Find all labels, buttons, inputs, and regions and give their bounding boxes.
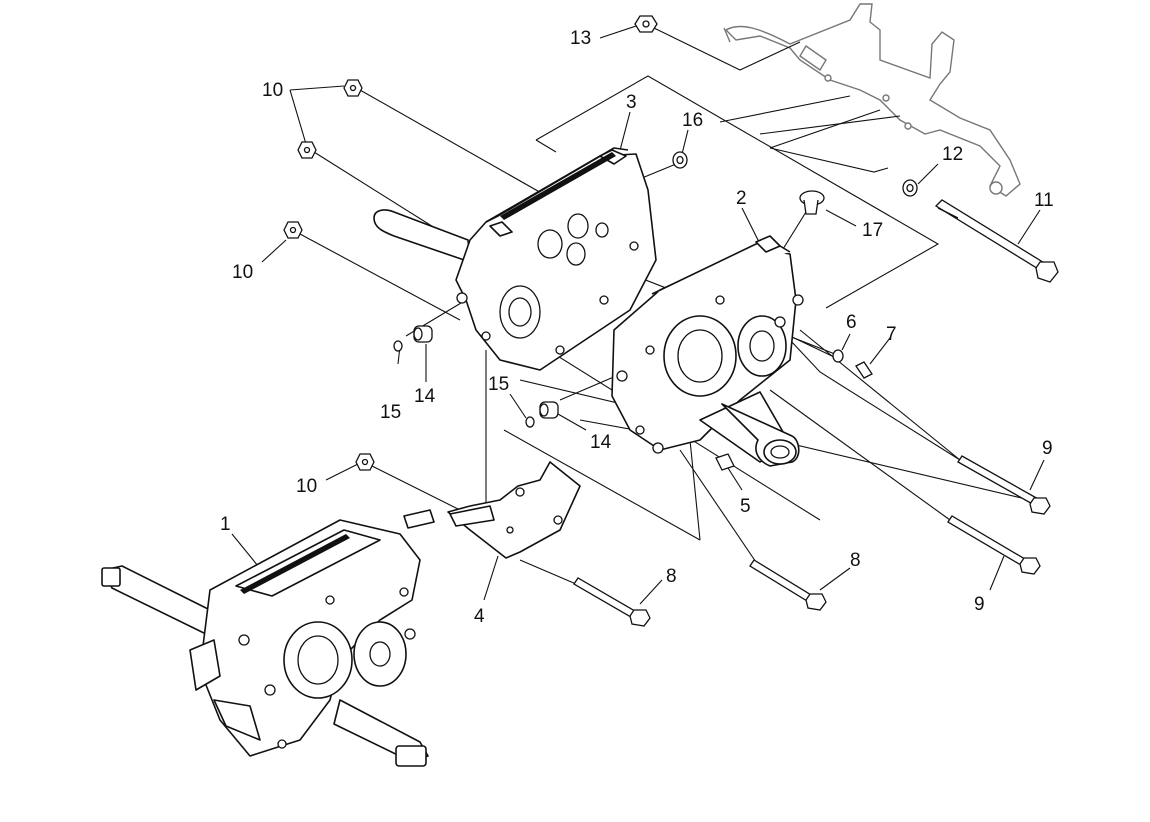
housing-half-2 [611, 235, 804, 467]
callout-1: 1 [220, 514, 231, 535]
callout-6: 6 [846, 312, 857, 333]
callout-8-left: 8 [666, 566, 677, 587]
callout-16: 16 [682, 110, 703, 131]
callout-17: 17 [862, 220, 883, 241]
callout-11: 11 [1034, 190, 1054, 211]
spacer-14-left [413, 325, 433, 343]
plug-17 [799, 190, 825, 215]
callout-14-right: 14 [590, 432, 612, 453]
nut-13 [634, 15, 658, 33]
nut-10-mid [297, 141, 317, 159]
frame-bracket [723, 3, 1021, 197]
callout-2: 2 [736, 188, 747, 209]
plate-4 [447, 461, 581, 559]
screw-7 [855, 361, 873, 379]
washer-16 [672, 151, 688, 169]
bolt-9-lower [947, 515, 1041, 575]
bolt-11 [934, 199, 1059, 283]
washer-6 [832, 349, 844, 363]
bolt-8-left [573, 577, 651, 627]
nut-10-top [343, 79, 363, 97]
transaxle-assembly-1 [101, 509, 435, 767]
callout-10-low: 10 [296, 476, 317, 497]
bolt-8-right [749, 559, 827, 611]
washer-12 [902, 179, 918, 197]
nut-10-low [355, 453, 375, 471]
callout-13: 13 [570, 28, 591, 49]
callout-12: 12 [942, 144, 963, 165]
callout-5: 5 [740, 496, 751, 517]
callout-15-right: 15 [488, 374, 509, 395]
washer-15-left [393, 340, 403, 352]
callout-9-upper: 9 [1042, 438, 1053, 459]
nut-10-left [283, 221, 303, 239]
callout-15-left: 15 [380, 402, 401, 423]
callout-labels: 1 2 3 4 5 6 7 8 8 9 9 10 10 10 11 12 13 … [220, 28, 1054, 627]
callout-10-top: 10 [262, 80, 283, 101]
callout-9-lower: 9 [974, 594, 985, 615]
spacer-14-right [539, 401, 559, 419]
fitting-5 [715, 453, 735, 471]
callout-7: 7 [886, 324, 897, 345]
callout-4: 4 [474, 606, 485, 627]
callout-8-right: 8 [850, 550, 861, 571]
bolt-9-upper [957, 455, 1051, 515]
housing-half-3 [373, 147, 657, 371]
callout-14-left: 14 [414, 386, 436, 407]
washer-15-right [525, 416, 535, 428]
callout-10-left: 10 [232, 262, 253, 283]
callout-3: 3 [626, 92, 637, 113]
